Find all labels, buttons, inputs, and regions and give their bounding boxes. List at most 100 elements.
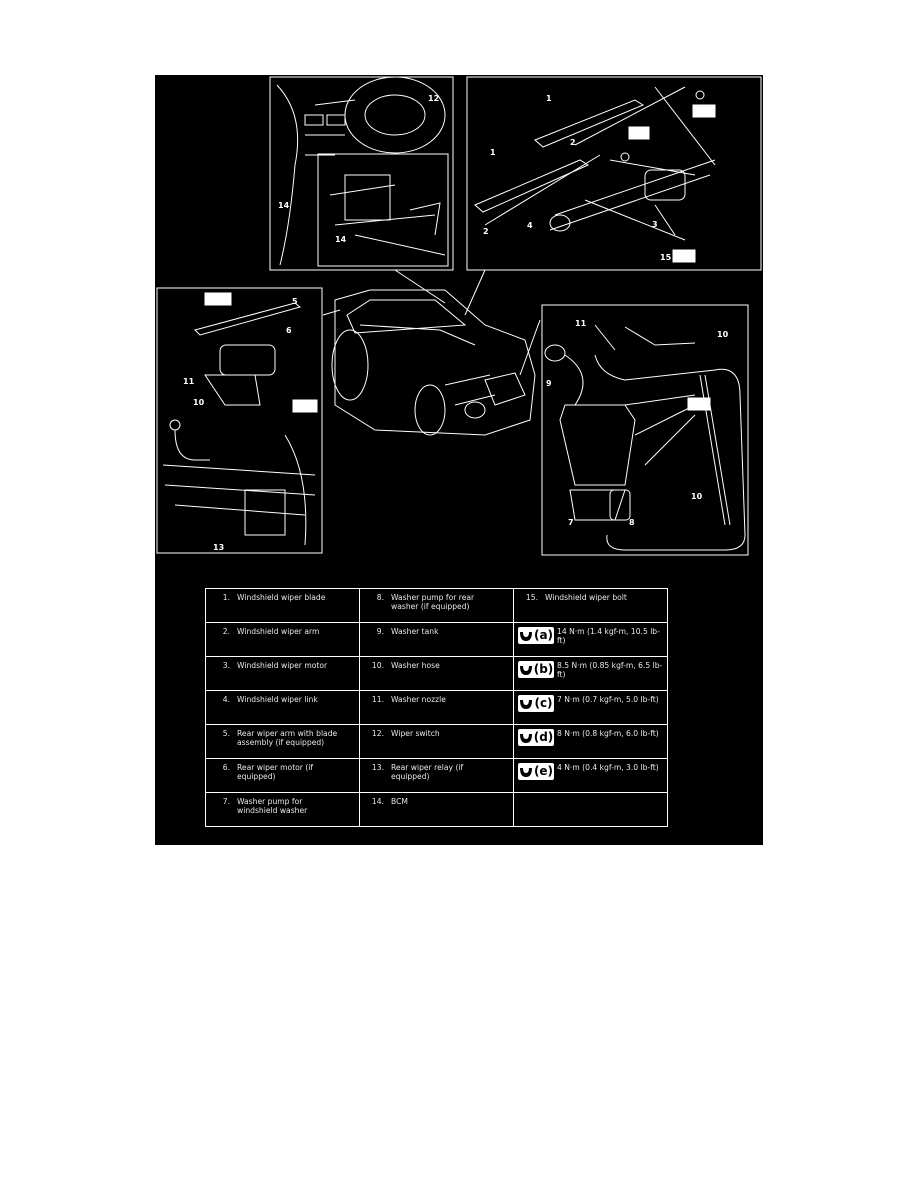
torque-badge-letter: (e) bbox=[533, 764, 554, 778]
legend-item-label: Windshield wiper bolt bbox=[545, 593, 627, 602]
torque-badge-letter: (c) bbox=[534, 696, 553, 710]
callout-14: 14 bbox=[335, 235, 347, 244]
legend-cell: 1. Windshield wiper blade bbox=[205, 588, 360, 623]
callout-1: 1 bbox=[490, 148, 496, 157]
torque-spec-text: 4 N·m (0.4 kgf-m, 3.0 lb-ft) bbox=[557, 763, 659, 772]
legend-item-number: 3. bbox=[222, 661, 230, 670]
legend-item-label: Washer pump for windshield washer bbox=[237, 797, 308, 815]
legend-cell: 8.Washer pump for rear washer (if equipp… bbox=[359, 588, 514, 623]
legend-cell: 4. Windshield wiper link bbox=[205, 690, 360, 725]
legend-row: 4. Windshield wiper link 11. Washer nozzle (… bbox=[205, 690, 668, 725]
legend-item-label: Windshield wiper motor bbox=[237, 661, 328, 670]
legend-item-number: 1. bbox=[222, 593, 230, 602]
callout-4: 4 bbox=[527, 221, 533, 230]
legend-item-number: 13. bbox=[371, 763, 384, 772]
legend-cell: (c) 7 N·m (0.7 kgf-m, 5.0 lb-ft) bbox=[513, 690, 668, 725]
legend-item-label: Rear wiper motor (if equipped) bbox=[237, 763, 314, 781]
legend-cell: (b)8.5 N·m (0.85 kgf-m, 6.5 lb-ft) bbox=[513, 656, 668, 691]
legend-item-label: Rear wiper relay (if equipped) bbox=[391, 763, 464, 781]
legend-item-number: 12. bbox=[371, 729, 384, 738]
legend-cell: 6. Rear wiper motor (if equipped) bbox=[205, 758, 360, 793]
front-wiper-inset-frame bbox=[466, 76, 762, 271]
legend-item-number: 5. bbox=[222, 729, 230, 738]
callout-10: 10 bbox=[193, 398, 205, 407]
torque-wrench-icon bbox=[519, 767, 532, 777]
legend-cell: 3. Windshield wiper motor bbox=[205, 656, 360, 691]
legend-item-label: Washer hose bbox=[391, 661, 440, 670]
legend-row: 3. Windshield wiper motor 10. Washer hose (b… bbox=[205, 656, 668, 691]
callout-1: 1 bbox=[546, 94, 552, 103]
torque-badge-letter: (a) bbox=[533, 628, 554, 642]
legend-item-label: Rear wiper arm with blade assembly (if e… bbox=[237, 729, 338, 747]
legend-cell: 14. BCM bbox=[359, 792, 514, 827]
legend-item-number: 11. bbox=[371, 695, 384, 704]
torque-wrench-icon bbox=[519, 631, 532, 641]
torque-spec-text: 14 N·m (1.4 kgf-m, 10.5 lb-ft) bbox=[557, 627, 660, 645]
legend-cell: 12. Wiper switch bbox=[359, 724, 514, 759]
legend-item-number: 10. bbox=[371, 661, 384, 670]
legend-cell bbox=[513, 792, 668, 827]
callout-6: 6 bbox=[286, 326, 292, 335]
rear-wiper-inset-frame bbox=[156, 287, 323, 554]
legend-row: 5. Rear wiper arm with blade assembly (if… bbox=[205, 724, 668, 759]
callout-11: 11 bbox=[183, 377, 195, 386]
callout-12: 12 bbox=[428, 94, 440, 103]
callout-8: 8 bbox=[629, 518, 635, 527]
legend-item-label: Windshield wiper blade bbox=[237, 593, 326, 602]
torque-badge: (b) bbox=[518, 661, 554, 678]
legend-item-number: 6. bbox=[222, 763, 230, 772]
torque-badge: (e) bbox=[518, 763, 554, 780]
legend-item-label: Windshield wiper arm bbox=[237, 627, 320, 636]
legend-cell: 2. Windshield wiper arm bbox=[205, 622, 360, 657]
callout-13: 13 bbox=[213, 543, 225, 552]
callout-9: 9 bbox=[546, 379, 552, 388]
torque-badge-letter: (d) bbox=[533, 730, 554, 744]
torque-wrench-icon bbox=[519, 665, 532, 675]
legend-cell: 7. Washer pump for windshield washer bbox=[205, 792, 360, 827]
callout-3: 3 bbox=[652, 220, 658, 229]
callout-10: 10 bbox=[691, 492, 703, 501]
legend-cell: (a)14 N·m (1.4 kgf-m, 10.5 lb-ft) bbox=[513, 622, 668, 657]
legend-item-number: 2. bbox=[222, 627, 230, 636]
steering-wheel-outline bbox=[344, 76, 446, 154]
legend-row: 6. Rear wiper motor (if equipped) 13. Rear … bbox=[205, 758, 668, 793]
legend-item-label: Washer nozzle bbox=[391, 695, 446, 704]
legend-item-number: 9. bbox=[376, 627, 384, 636]
callout-10: 10 bbox=[717, 330, 729, 339]
component-illustration bbox=[156, 76, 762, 556]
legend-cell: 10. Washer hose bbox=[359, 656, 514, 691]
legend-item-number: 4. bbox=[222, 695, 230, 704]
callout-2: 2 bbox=[570, 138, 576, 147]
torque-wrench-icon bbox=[519, 733, 532, 743]
callout-5: 5 bbox=[292, 297, 298, 306]
callout-7: 7 bbox=[568, 518, 574, 527]
legend-item-number: 14. bbox=[371, 797, 384, 806]
torque-badge: (c) bbox=[518, 695, 554, 712]
torque-wrench-icon bbox=[520, 699, 533, 709]
legend-item-number: 8. bbox=[376, 593, 384, 602]
washer-tank-inset-frame bbox=[541, 304, 749, 556]
torque-spec-text: 8 N·m (0.8 kgf-m, 6.0 lb-ft) bbox=[557, 729, 659, 738]
legend-item-label: Windshield wiper link bbox=[237, 695, 318, 704]
legend-row: 7. Washer pump for windshield washer 14. BC… bbox=[205, 792, 668, 827]
legend-cell: (e)4 N·m (0.4 kgf-m, 3.0 lb-ft) bbox=[513, 758, 668, 793]
torque-badge-letter: (b) bbox=[533, 662, 554, 676]
legend-item-number: 7. bbox=[222, 797, 230, 806]
vehicle-outline bbox=[331, 289, 536, 436]
callout-2: 2 bbox=[483, 227, 489, 236]
bcm-sub-inset-frame bbox=[317, 153, 449, 267]
wiper-washer-diagram: 1 1 2 2 3 4 5 6 7 8 9 10 10 10 11 11 12 … bbox=[155, 75, 763, 845]
dashboard-inset-frame bbox=[269, 76, 454, 271]
torque-badge: (d) bbox=[518, 729, 554, 746]
torque-spec-text: 8.5 N·m (0.85 kgf-m, 6.5 lb-ft) bbox=[557, 661, 663, 679]
legend-cell: 15.Windshield wiper bolt bbox=[513, 588, 668, 623]
legend-item-label: BCM bbox=[391, 797, 408, 806]
legend-cell: (d)8 N·m (0.8 kgf-m, 6.0 lb-ft) bbox=[513, 724, 668, 759]
torque-spec-text: 7 N·m (0.7 kgf-m, 5.0 lb-ft) bbox=[557, 695, 659, 704]
callout-15: 15 bbox=[660, 253, 672, 262]
callout-14: 14 bbox=[278, 201, 290, 210]
callout-11: 11 bbox=[575, 319, 587, 328]
legend-item-label: Wiper switch bbox=[391, 729, 440, 738]
